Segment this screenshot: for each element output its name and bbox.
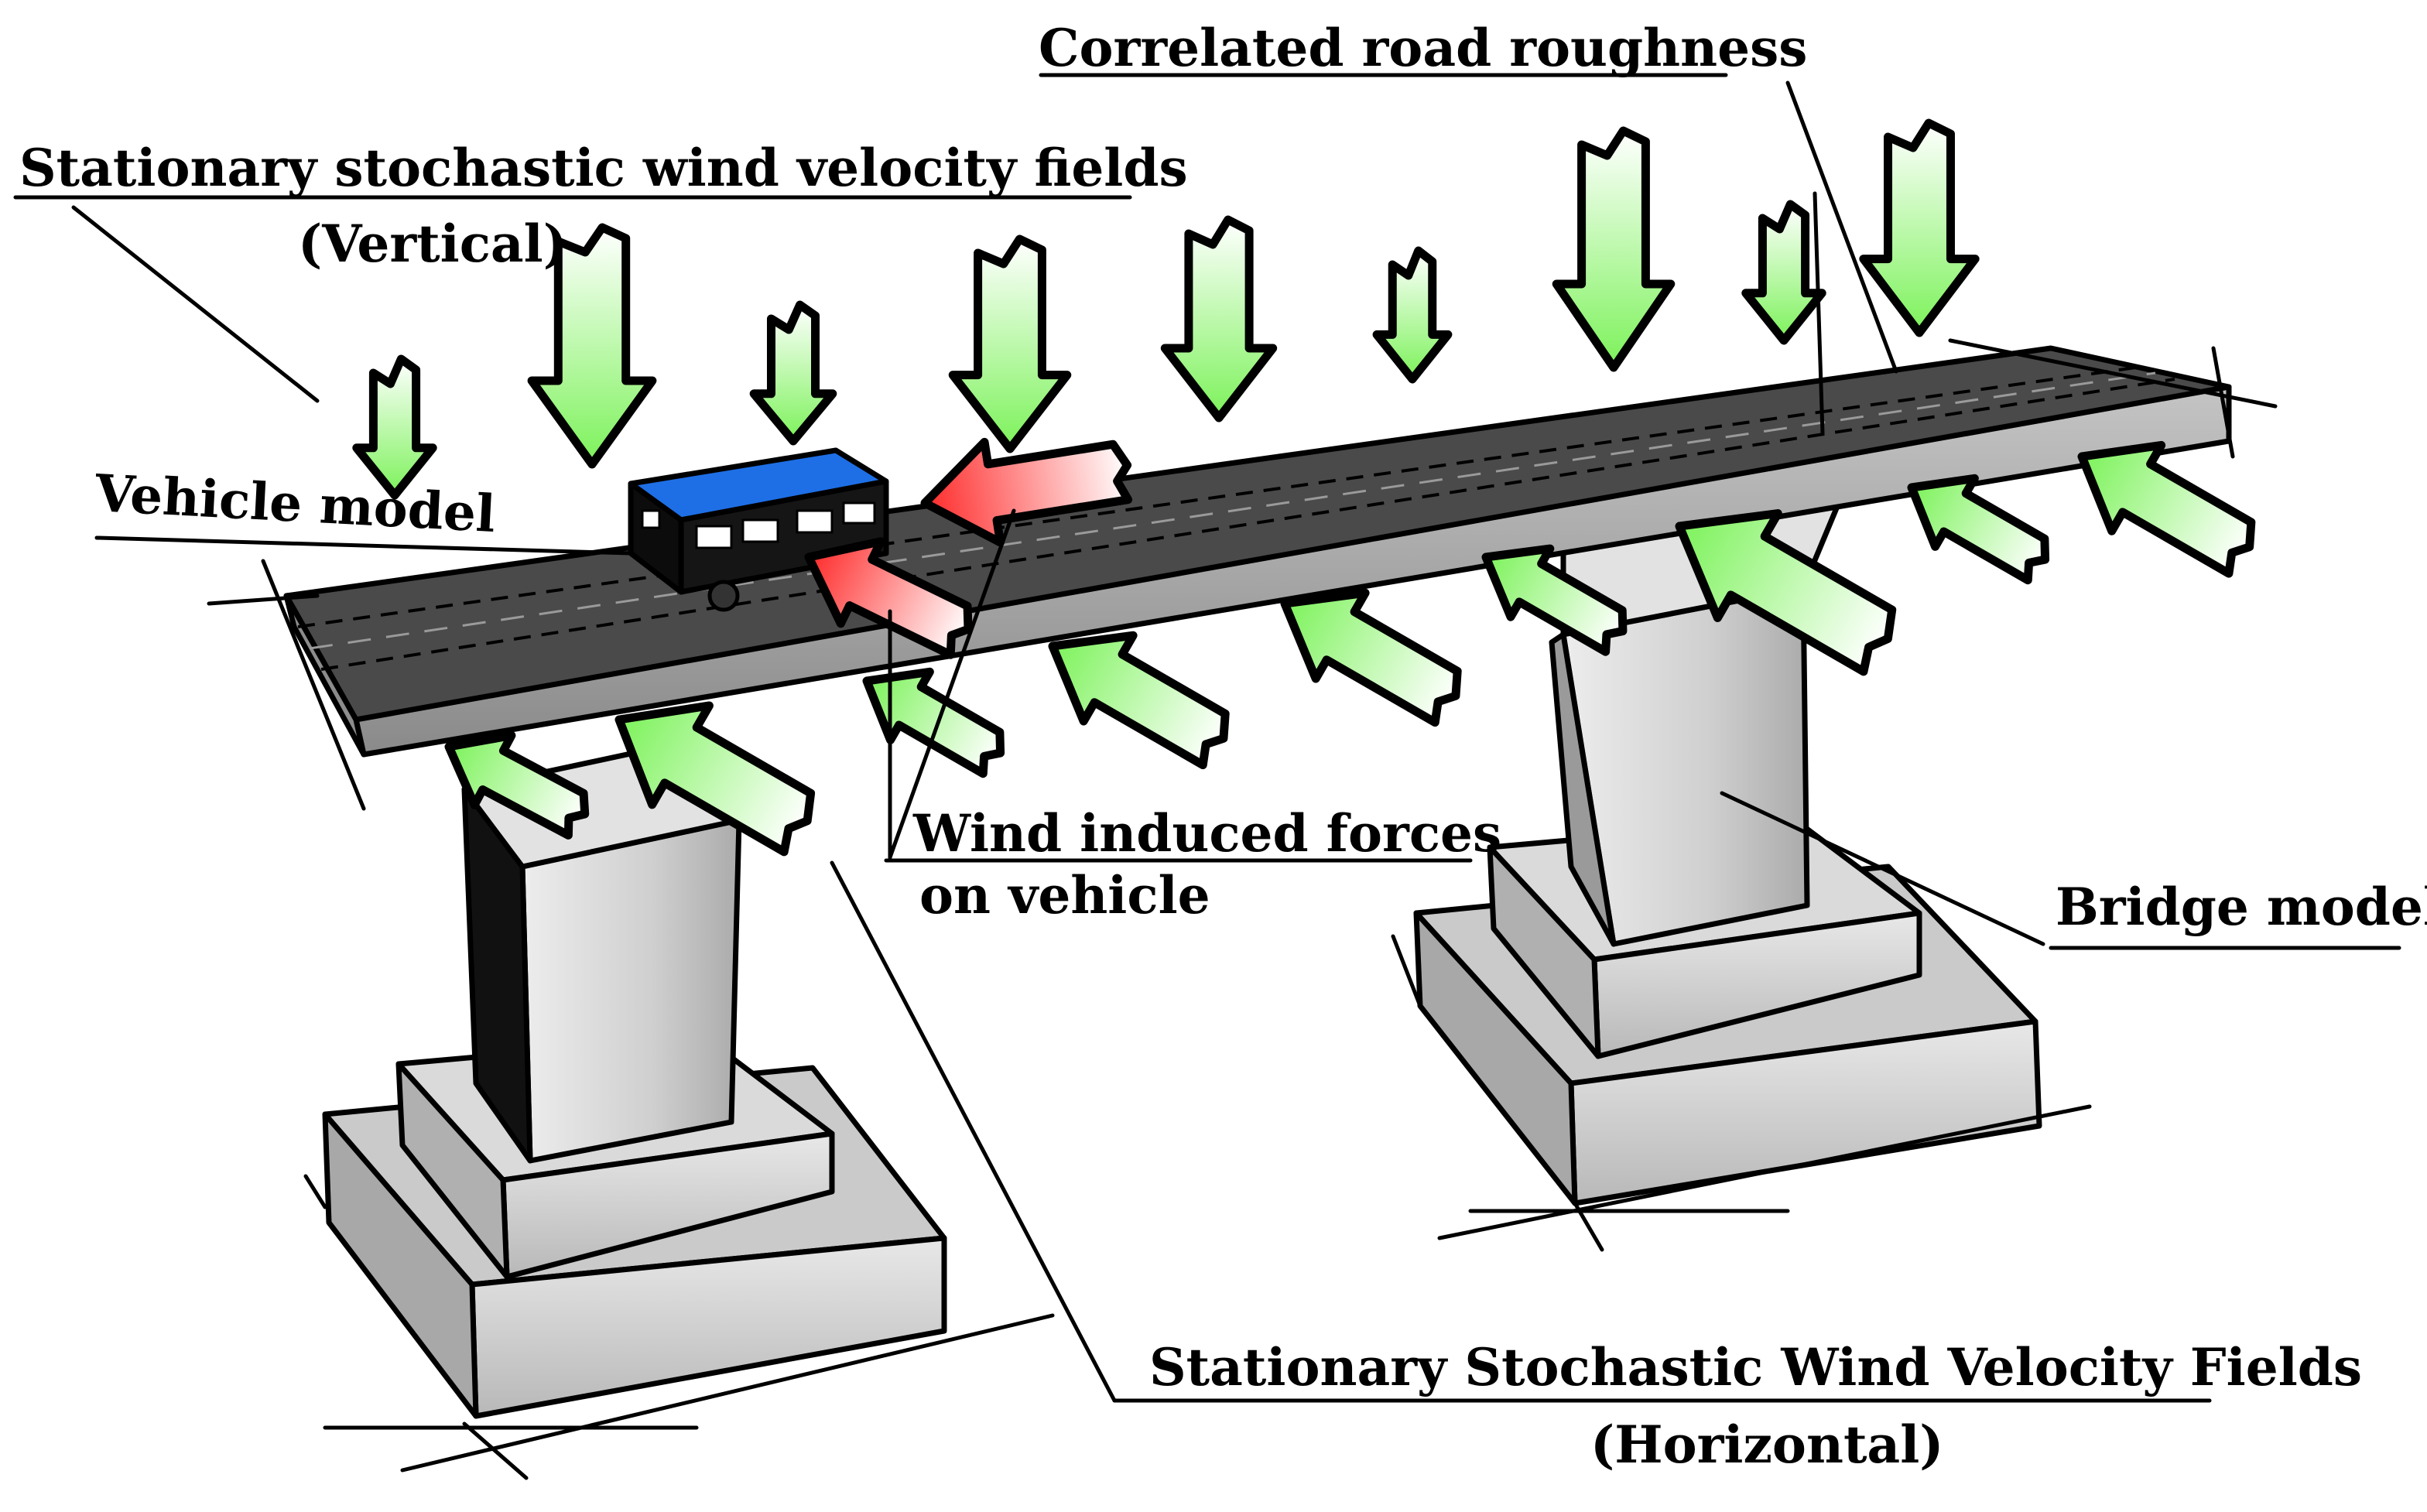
left-arrow-icon [920,437,1133,547]
down-arrow-icon [352,354,437,500]
ground-ticks [303,934,2092,1480]
diagonal-arrow-icon [444,730,590,840]
down-arrow-icon [948,234,1072,453]
down-arrow-icon [1741,200,1826,345]
diagonal-arrow-icon [614,701,816,857]
horizontal-wind-title: Stationary Stochastic Wind Velocity Fiel… [1149,1337,2362,1397]
bridge-deck [207,338,2278,811]
left-pier [322,740,947,1419]
diagonal-arrow-icon [1481,544,1628,656]
diagonal-arrow-icon [1675,509,1897,676]
vertical-wind-subtitle: (Vertical) [298,214,567,274]
diagonal-arrow-icon [1907,474,2050,585]
diagonal-arrow-icon [1280,588,1462,727]
down-arrow-icon [1372,246,1453,384]
leader-lines [13,73,2401,1403]
left-arrow-icon [804,537,973,659]
wind-forces-label-line1: Wind induced forces [912,803,1501,864]
down-arrow-icon [527,223,657,469]
vehicle-model [628,447,889,612]
down-arrow-icon [1160,215,1278,422]
down-arrow-icon [749,300,837,446]
bridge-model-label: Bridge model [2056,877,2427,937]
diagonal-arrow-icon [1048,631,1230,770]
road-roughness-label: Correlated road roughness [1039,18,1807,78]
wind-forces-label-line2: on vehicle [919,865,1210,925]
down-arrow-icon [1552,126,1676,372]
diagonal-arrow-icon [862,667,1005,778]
horizontal-wind-subtitle: (Horizontal) [1590,1415,1944,1475]
vehicle-wind-force-arrows [804,437,1133,659]
vehicle-model-label: Vehicle model [93,463,497,544]
down-arrow-icon [1859,118,1980,337]
labels: Correlated road roughness Stationary sto… [19,18,2427,1475]
horizontal-wind-arrows [444,440,2256,857]
vertical-wind-arrows [352,118,1980,500]
vertical-wind-title: Stationary stochastic wind velocity fiel… [19,138,1188,198]
diagonal-arrow-icon [2077,440,2256,578]
